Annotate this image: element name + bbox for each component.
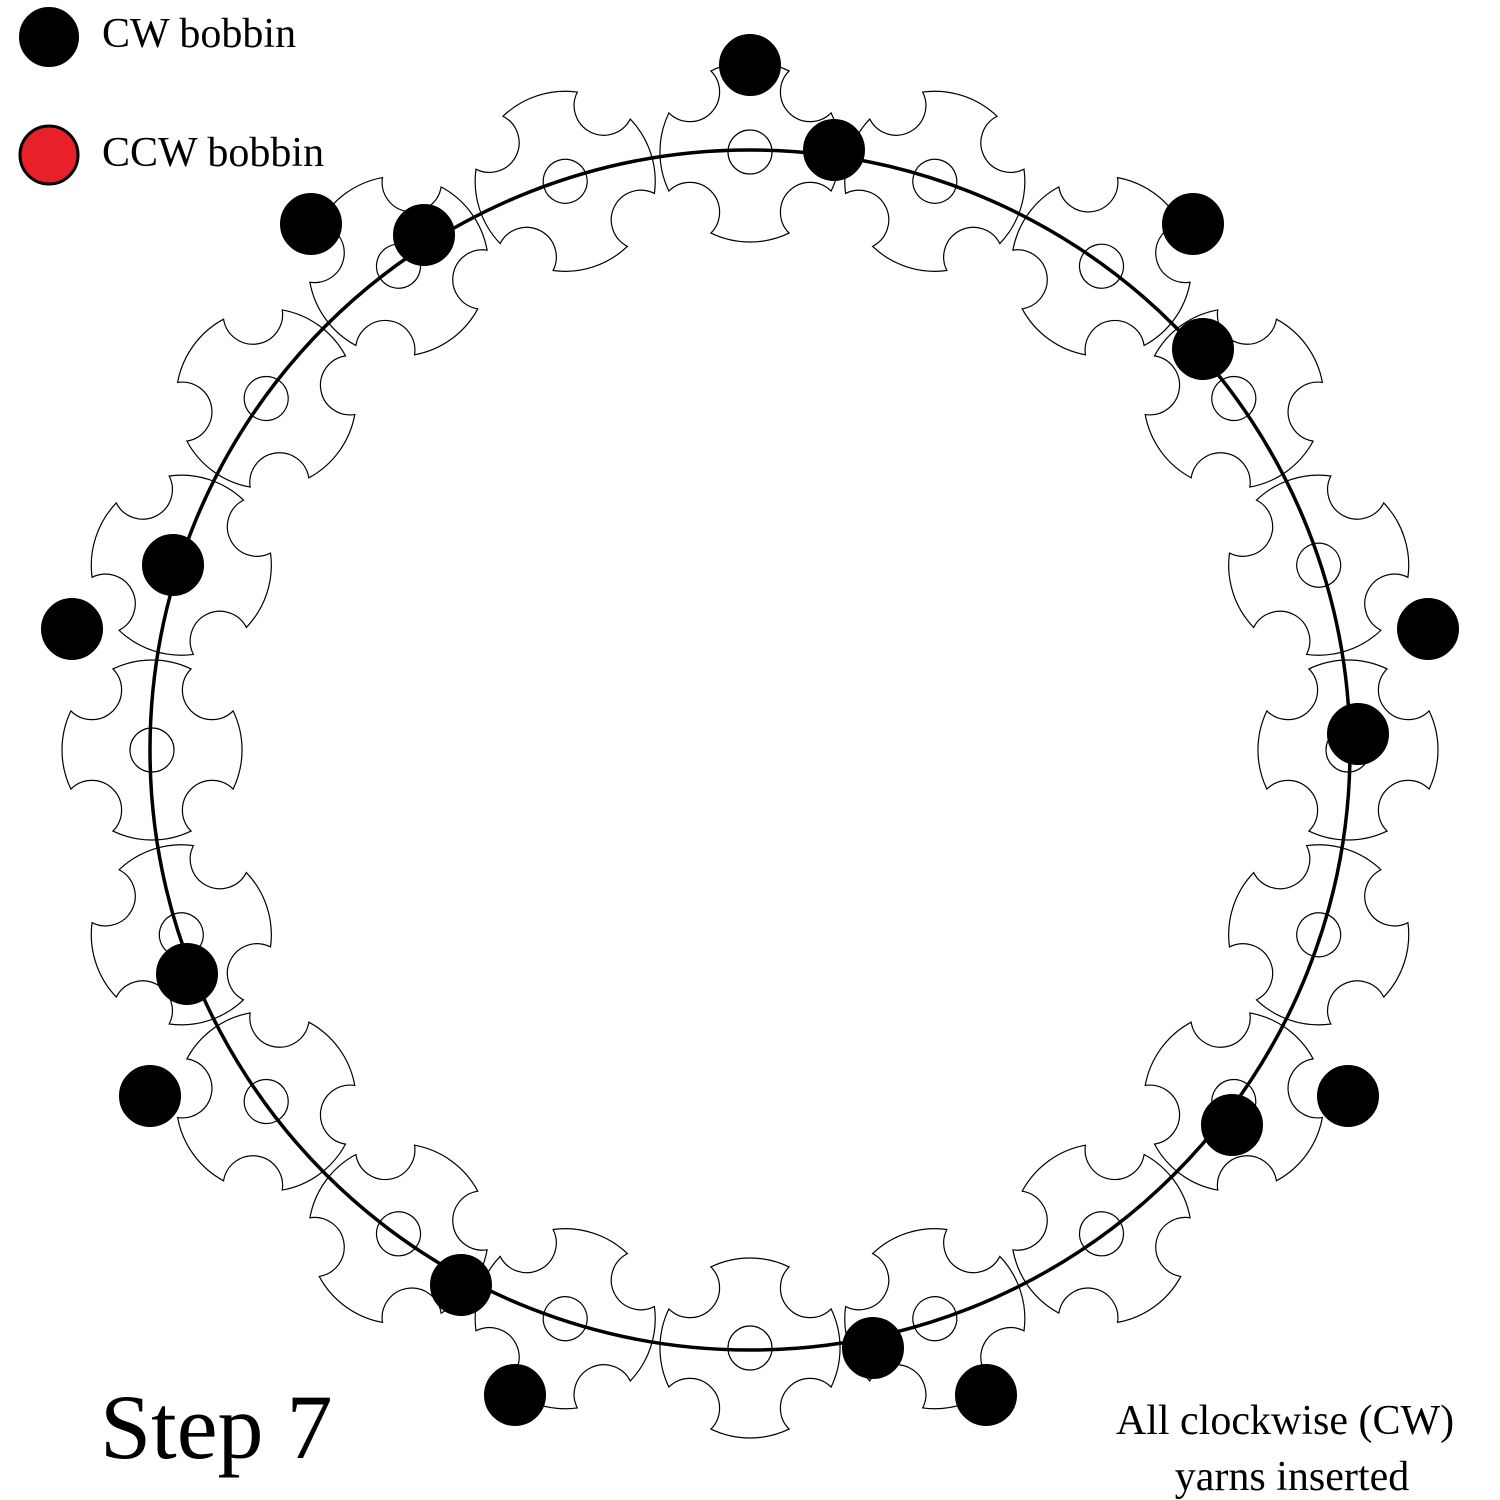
- horn-gear: [820, 67, 1049, 296]
- cw-bobbin: [1172, 318, 1234, 380]
- horn-gear-hub: [1296, 912, 1342, 958]
- cw-bobbin: [955, 1364, 1017, 1426]
- cw-bobbin: [484, 1364, 546, 1426]
- cw-bobbin: [41, 598, 103, 660]
- legend-ccw-label: CCW bobbin: [102, 130, 324, 176]
- horn-gear: [139, 272, 393, 525]
- horn-gear-hub: [129, 727, 175, 773]
- horn-gear-hub: [542, 158, 588, 204]
- horn-gear: [1204, 451, 1433, 680]
- horn-gear: [272, 139, 525, 393]
- horn-gear-outline: [1107, 272, 1361, 525]
- horn-gear-hub: [912, 158, 958, 204]
- horn-gear-outline: [1204, 451, 1433, 680]
- horn-gear: [975, 1107, 1228, 1361]
- horn-gear-hub: [1078, 1211, 1125, 1257]
- horn-gear-hub: [243, 375, 289, 422]
- cw-bobbin: [1327, 703, 1389, 765]
- horn-gear: [1107, 272, 1361, 525]
- horn-gear-outline: [139, 272, 393, 525]
- horn-gear-hub: [727, 129, 773, 175]
- cw-bobbins: [41, 34, 1459, 1426]
- caption-line-1: All clockwise (CW): [1116, 1398, 1454, 1444]
- horn-gear-outline: [820, 67, 1049, 296]
- step-label: Step 7: [100, 1376, 333, 1478]
- cw-bobbin: [430, 1254, 492, 1316]
- cw-bobbin: [119, 1065, 181, 1127]
- cw-bobbin: [142, 534, 204, 596]
- cw-bobbin: [719, 34, 781, 96]
- legend-cw-marker: [19, 7, 79, 67]
- cw-bobbin: [1201, 1094, 1263, 1156]
- horn-gear-hub: [912, 1296, 958, 1342]
- legend-ccw-marker: [18, 124, 80, 186]
- cw-bobbin: [1162, 193, 1224, 255]
- horn-gear-hub: [727, 1325, 773, 1371]
- horn-gear-hub: [1296, 542, 1342, 588]
- horn-gear-hub: [1078, 243, 1125, 289]
- legend: CW bobbin CCW bobbin: [18, 7, 324, 186]
- caption-line-2: yarns inserted: [1175, 1454, 1409, 1500]
- horn-gear-hub: [542, 1296, 588, 1342]
- horn-gear-outline: [451, 67, 680, 296]
- horn-gear-hub: [243, 1078, 289, 1125]
- cw-bobbin: [803, 119, 865, 181]
- horn-gear: [451, 67, 680, 296]
- legend-cw-label: CW bobbin: [102, 11, 296, 57]
- horn-gear-outline: [272, 1107, 525, 1361]
- horn-gear: [272, 1107, 525, 1361]
- horn-gear-outline: [67, 820, 296, 1049]
- horn-gear-outline: [975, 1107, 1228, 1361]
- horn-gear: [1204, 820, 1433, 1049]
- bobbin-track: [148, 148, 1352, 1352]
- horn-gear-outline: [1204, 820, 1433, 1049]
- cw-bobbin: [280, 193, 342, 255]
- cw-bobbin: [842, 1317, 904, 1379]
- horn-gear-hub: [375, 1211, 422, 1257]
- horn-gear-outline: [272, 139, 525, 393]
- cw-bobbin: [156, 943, 218, 1005]
- cw-bobbin: [1317, 1065, 1379, 1127]
- horn-gears: [61, 61, 1439, 1439]
- horn-gear: [67, 820, 296, 1049]
- cw-bobbin: [393, 204, 455, 266]
- cw-bobbin: [1397, 598, 1459, 660]
